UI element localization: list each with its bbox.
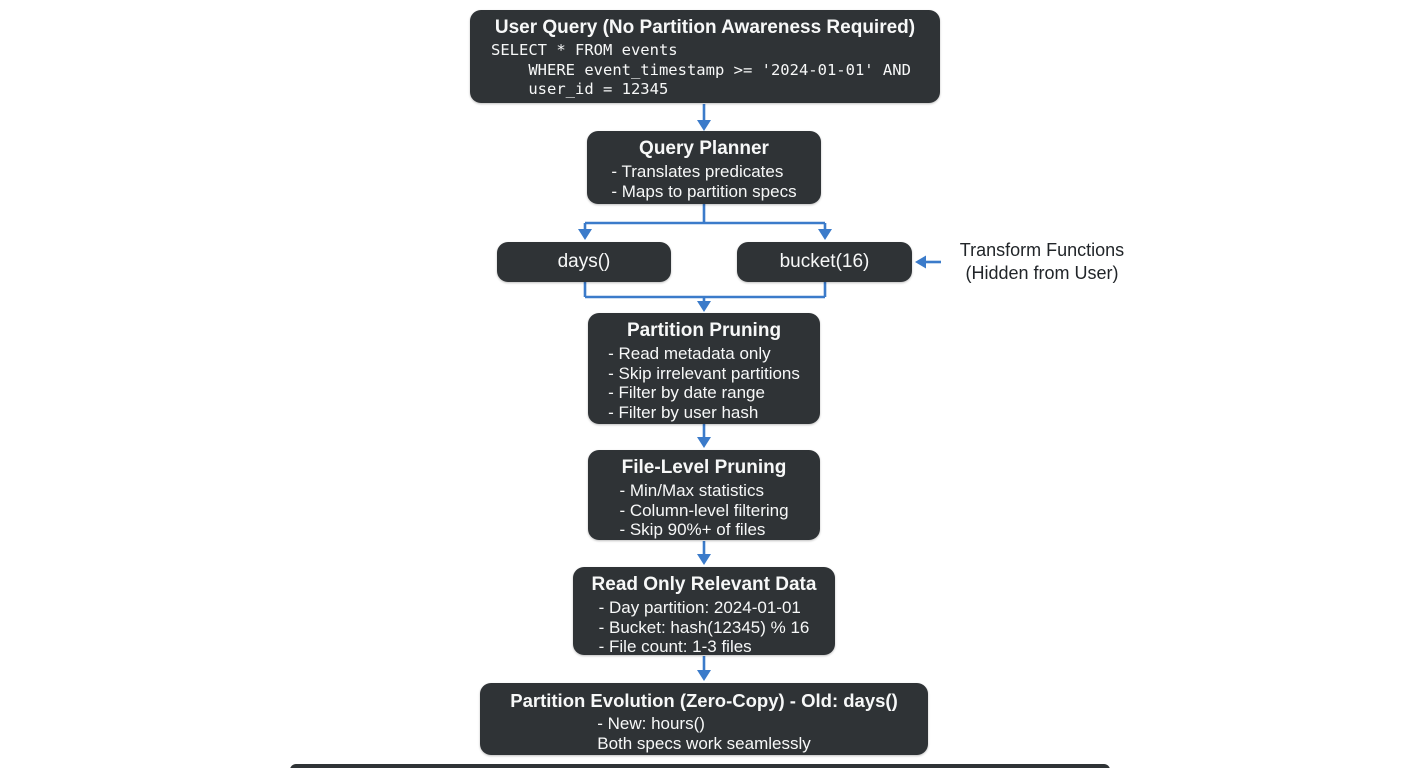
arrowhead-down-icon: [697, 554, 711, 565]
node-title: Partition Evolution (Zero-Copy) - Old: d…: [510, 690, 898, 711]
node-user-query: User Query (No Partition Awareness Requi…: [470, 10, 940, 103]
node-days-transform: days(): [497, 242, 671, 282]
code-line: WHERE event_timestamp >= '2024-01-01' AN…: [491, 60, 911, 79]
node-title: Partition Pruning: [626, 320, 782, 341]
connector-line: [583, 282, 827, 303]
arrowhead-down-icon: [697, 437, 711, 448]
code-line: SELECT * FROM events: [491, 41, 678, 59]
node-bullets: - Read metadata only - Skip irrelevant p…: [608, 344, 800, 422]
arrowhead-down-icon: [697, 301, 711, 312]
node-lines: - New: hours() Both specs work seamlessl…: [597, 714, 811, 753]
bullet-line: - Bucket: hash(12345) % 16: [598, 617, 810, 637]
bullet-line: - Skip irrelevant partitions: [608, 363, 800, 383]
node-partition-pruning: Partition Pruning - Read metadata only -…: [588, 313, 820, 424]
bullet-line: - Read metadata only: [608, 344, 771, 363]
node-title: Query Planner: [639, 138, 769, 159]
arrowhead-down-icon: [578, 229, 592, 240]
body-line: - New: hours(): [597, 714, 705, 733]
bullet-line: - File count: 1-3 files: [598, 637, 752, 657]
node-title: Read Only Relevant Data: [591, 574, 817, 595]
code-line: user_id = 12345: [491, 80, 669, 98]
annotation-line: (Hidden from User): [965, 262, 1119, 283]
bullet-line: - Column-level filtering: [619, 500, 789, 520]
node-file-level-pruning: File-Level Pruning - Min/Max statistics …: [588, 450, 820, 540]
arrowhead-down-icon: [697, 670, 711, 681]
clipped-node-edge: [290, 764, 1110, 768]
annotation-line: Transform Functions: [959, 240, 1125, 260]
bullet-line: - Min/Max statistics: [619, 481, 764, 500]
body-line: Both specs work seamlessly: [597, 733, 811, 753]
bullet-line: - Skip 90%+ of files: [619, 520, 766, 540]
node-label: bucket(16): [779, 251, 870, 272]
transform-functions-annotation: Transform Functions (Hidden from User): [946, 239, 1138, 284]
bullet-line: - Translates predicates: [611, 162, 784, 181]
node-bullets: - Day partition: 2024-01-01 - Bucket: ha…: [599, 598, 810, 657]
bullet-line: - Filter by user hash: [608, 402, 759, 422]
node-bucket-transform: bucket(16): [737, 242, 912, 282]
node-title: File-Level Pruning: [621, 457, 787, 478]
bullet-line: - Maps to partition specs: [611, 181, 797, 201]
arrowhead-down-icon: [818, 229, 832, 240]
sql-code-block: SELECT * FROM events WHERE event_timesta…: [470, 41, 940, 100]
bullet-line: - Filter by date range: [608, 383, 765, 403]
node-bullets: - Translates predicates - Maps to partit…: [611, 162, 796, 201]
node-read-only-relevant-data: Read Only Relevant Data - Day partition:…: [573, 567, 835, 657]
arrowhead-left-icon: [915, 255, 926, 269]
node-label: days(): [557, 251, 611, 272]
bullet-line: - Day partition: 2024-01-01: [598, 598, 801, 617]
arrowhead-down-icon: [697, 120, 711, 131]
node-bullets: - Min/Max statistics - Column-level filt…: [619, 481, 788, 540]
node-query-planner: Query Planner - Translates predicates - …: [587, 131, 821, 204]
node-title: User Query (No Partition Awareness Requi…: [494, 17, 916, 38]
connector-line: [583, 204, 827, 231]
node-partition-evolution: Partition Evolution (Zero-Copy) - Old: d…: [480, 683, 928, 755]
